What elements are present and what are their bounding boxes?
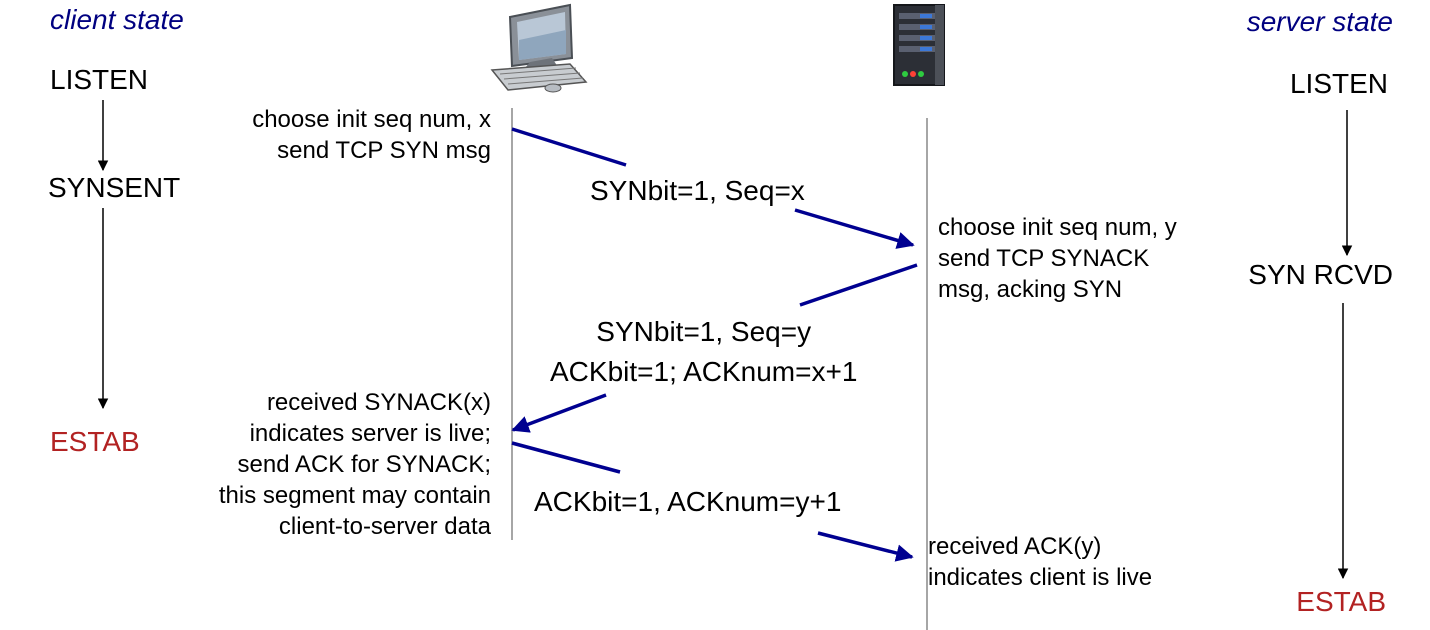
server-note-synack: choose init seq num, y send TCP SYNACK m… bbox=[938, 212, 1177, 305]
syn-arrow-segment-2 bbox=[794, 208, 915, 249]
note-line: send TCP SYNACK bbox=[938, 245, 1150, 272]
client-state-header: client state bbox=[50, 4, 184, 35]
server-note-ack-received: received ACK(y) indicates client is live bbox=[928, 531, 1152, 593]
client-state-synsent: SYNSENT bbox=[48, 172, 181, 203]
client-state-listen: LISTEN bbox=[50, 64, 149, 95]
client-note-syn: choose init seq num, x send TCP SYN msg bbox=[252, 104, 491, 166]
note-line: received ACK(y) bbox=[928, 533, 1102, 560]
message-line: SYNbit=1, Seq=y bbox=[596, 316, 812, 347]
ack-arrow-segment-2 bbox=[817, 531, 914, 562]
synack-arrow-segment-1 bbox=[799, 263, 918, 307]
synack-message-label: SYNbit=1, Seq=y ACKbit=1; ACKnum=x+1 bbox=[550, 312, 857, 392]
note-line: msg, acking SYN bbox=[938, 276, 1123, 303]
note-line: received SYNACK(x) bbox=[266, 389, 491, 416]
server-state-listen: LISTEN bbox=[1289, 68, 1388, 99]
client-note-synack-received: received SYNACK(x) indicates server is l… bbox=[219, 387, 491, 542]
note-line: client-to-server data bbox=[278, 513, 491, 540]
note-line: this segment may contain bbox=[218, 482, 491, 509]
server-tower-icon bbox=[893, 4, 945, 86]
message-line: ACKbit=1, ACKnum=y+1 bbox=[534, 486, 842, 517]
note-line: send ACK for SYNACK; bbox=[237, 451, 491, 478]
note-line: choose init seq num, x bbox=[252, 106, 491, 133]
syn-message-label: SYNbit=1, Seq=x bbox=[590, 175, 805, 207]
message-line: SYNbit=1, Seq=x bbox=[590, 175, 805, 206]
ack-message-label: ACKbit=1, ACKnum=y+1 bbox=[534, 486, 841, 518]
message-line: ACKbit=1; ACKnum=x+1 bbox=[550, 356, 858, 387]
syn-arrow-segment-1 bbox=[511, 127, 627, 167]
server-state-syn-rcvd: SYN RCVD bbox=[1248, 259, 1393, 290]
note-line: send TCP SYN msg bbox=[277, 137, 491, 164]
synack-arrow-segment-2 bbox=[511, 393, 607, 433]
note-line: indicates client is live bbox=[928, 564, 1153, 591]
server-state-estab: ESTAB bbox=[1296, 586, 1386, 617]
desktop-computer-icon bbox=[490, 3, 588, 93]
note-line: indicates server is live; bbox=[249, 420, 491, 447]
client-state-estab: ESTAB bbox=[50, 426, 140, 457]
ack-arrow-segment-1 bbox=[511, 441, 621, 474]
server-state-header: server state bbox=[1246, 6, 1393, 37]
note-line: choose init seq num, y bbox=[938, 214, 1177, 241]
